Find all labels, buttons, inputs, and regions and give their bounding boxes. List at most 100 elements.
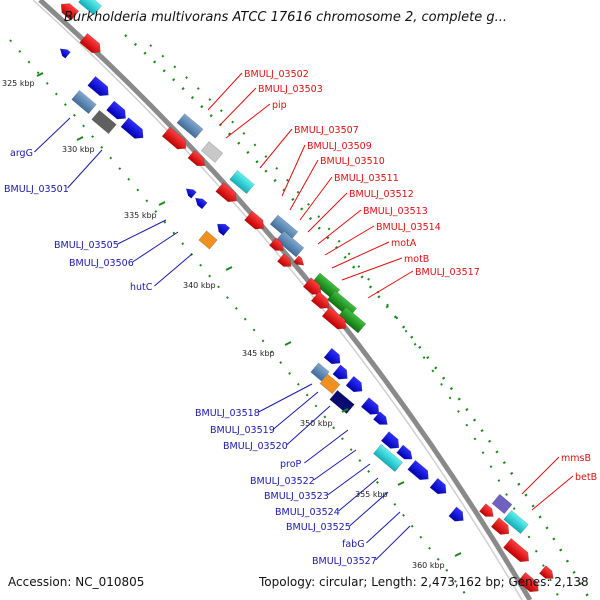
gene-block (176, 113, 204, 139)
gene-label: BMULJ_03505 (54, 240, 119, 251)
scale-tick-mark (76, 136, 84, 141)
gene-label: BMULJ_03517 (415, 267, 480, 278)
gene-block (429, 477, 447, 495)
gene-block (277, 253, 292, 267)
label-leader-line (219, 87, 257, 126)
gene-block (491, 493, 513, 515)
gene-label: BMULJ_03522 (250, 476, 315, 487)
scale-tick-mark (341, 408, 349, 413)
gene-block (200, 141, 224, 163)
label-leader-line (349, 491, 389, 527)
gene-label: BMULJ_03506 (69, 258, 134, 269)
gene-block (187, 150, 206, 167)
gene-block (373, 411, 388, 425)
gene-block (87, 75, 109, 97)
gene-label: BMULJ_03514 (376, 222, 441, 233)
topology-text: Topology: circular; Length: 2,473,162 bp… (259, 575, 589, 589)
accession-text: Accession: NC_010805 (8, 575, 145, 589)
gene-label: hutC (130, 282, 153, 293)
sequence-title: Burkholderia multivorans ATCC 17616 chro… (64, 10, 507, 25)
label-leader-line (304, 429, 349, 464)
gene-block (407, 459, 429, 481)
gene-block (310, 291, 330, 309)
scale-tick-label: 325 kbp (2, 79, 35, 88)
gene-label: BMULJ_03501 (4, 184, 69, 195)
label-leader-line (299, 176, 333, 221)
gene-block (337, 306, 367, 334)
gene-block (360, 397, 380, 415)
gene-label: BMULJ_03503 (258, 84, 323, 95)
gene-block (244, 210, 264, 230)
gene-label: BMULJ_03525 (286, 522, 351, 533)
label-leader-line (338, 477, 379, 512)
gene-label: BMULJ_03511 (334, 173, 399, 184)
label-leader-line (117, 219, 167, 245)
gene-block (319, 373, 341, 395)
gene-label: BMULJ_03519 (210, 425, 275, 436)
gene-block (302, 277, 322, 295)
label-leader-line (132, 231, 179, 263)
gene-block (60, 3, 80, 21)
scale-tick-mark (284, 341, 292, 346)
gene-block (479, 503, 494, 517)
gene-block (161, 126, 187, 150)
gene-block (79, 32, 101, 54)
label-leader-line (207, 72, 243, 111)
label-leader-line (225, 103, 271, 139)
label-leader-line (307, 192, 348, 233)
scale-tick-mark (36, 72, 44, 77)
gene-labels: BMULJ_03502BMULJ_03503pipBMULJ_03507BMUL… (4, 69, 597, 567)
gene-label: BMULJ_03527 (312, 556, 377, 567)
gene-label: BMULJ_03523 (264, 491, 329, 502)
gene-block (185, 188, 197, 199)
gene-block (310, 362, 330, 382)
gene-block (321, 306, 347, 330)
gene-label: BMULJ_03512 (349, 189, 414, 200)
gene-block (71, 89, 97, 115)
gene-block (503, 509, 529, 535)
label-leader-line (34, 117, 71, 153)
scale-tick-mark (397, 481, 405, 486)
gene-block (345, 375, 363, 393)
label-leader-line (531, 475, 574, 511)
gene-block (332, 364, 348, 380)
scale-tick-mark (225, 266, 233, 271)
label-leader-line (67, 149, 103, 189)
label-leader-line (341, 257, 403, 281)
scale-tick-label: 360 kbp (412, 561, 445, 570)
gene-block (275, 230, 305, 258)
gene-block (517, 571, 539, 593)
gene-block (323, 347, 341, 365)
gene-block (373, 444, 403, 472)
scale-tick-label: 350 kbp (300, 419, 333, 428)
gene-block (539, 565, 554, 579)
label-leader-line (324, 225, 375, 256)
scale-tick-mark (454, 552, 462, 557)
gene-block (120, 117, 144, 139)
label-leader-line (367, 270, 414, 299)
gene-label: motA (391, 238, 417, 249)
gene-label: BMULJ_03524 (275, 507, 340, 518)
gene-label: motB (404, 254, 429, 265)
gene-block (380, 431, 400, 449)
label-leader-line (327, 463, 371, 496)
gene-block (269, 237, 284, 251)
label-leader-line (366, 511, 401, 544)
gene-block (198, 230, 218, 250)
label-leader-line (521, 456, 560, 495)
gene-block (503, 538, 529, 562)
scale-tick-label: 345 kbp (242, 349, 275, 358)
label-leader-line (313, 449, 357, 481)
gene-label: BMULJ_03520 (223, 441, 288, 452)
gene-block (59, 48, 71, 59)
gene-block (229, 169, 255, 195)
label-leader-line (317, 209, 362, 245)
gene-block (448, 506, 464, 522)
label-leader-line (331, 241, 390, 269)
gene-block (106, 100, 126, 120)
scale-tick-mark (158, 201, 166, 206)
gene-label: BMULJ_03513 (363, 206, 428, 217)
gc-track-inner-left (9, 39, 471, 600)
gene-label: betB (575, 472, 597, 483)
